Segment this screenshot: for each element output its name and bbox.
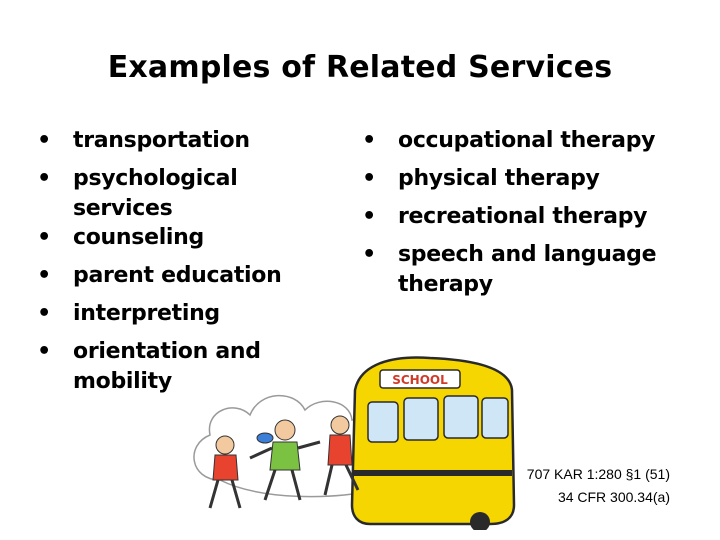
citation-line: 707 KAR 1:280 §1 (51) — [526, 466, 670, 482]
list-item: • speech and language therapy — [355, 240, 685, 300]
bullet-icon: • — [37, 263, 51, 288]
list-item-label: interpreting — [73, 301, 220, 326]
list-item-label: physical therapy — [398, 166, 600, 191]
running-kid-icon — [323, 415, 360, 496]
list-item: • orientation and mobility — [30, 337, 330, 397]
bullet-icon: • — [37, 128, 51, 153]
list-item: • occupational therapy — [355, 126, 685, 156]
list-item-label: psychological services — [73, 166, 238, 221]
list-item-label: orientation and mobility — [73, 339, 261, 394]
list-item: • psychological services — [30, 164, 330, 224]
running-kid-icon — [249, 419, 321, 501]
list-item-label: transportation — [73, 128, 250, 153]
list-item: • parent education — [30, 261, 330, 291]
list-item: • interpreting — [30, 299, 330, 329]
bullet-icon: • — [37, 339, 51, 364]
list-item: • recreational therapy — [355, 202, 685, 232]
bullet-icon: • — [362, 204, 376, 229]
slide-title: Examples of Related Services — [107, 50, 613, 85]
bullet-icon: • — [37, 166, 51, 191]
school-bus-icon: SCHOOL — [350, 356, 516, 530]
left-bullet-list: • transportation • psychological service… — [30, 126, 330, 405]
list-item-label: counseling — [73, 225, 204, 250]
school-sign-text: SCHOOL — [392, 373, 448, 387]
bullet-icon: • — [362, 242, 376, 267]
hat-icon — [256, 432, 274, 444]
running-kid-icon — [208, 435, 242, 509]
list-item-label: occupational therapy — [398, 128, 656, 153]
citation-line: 34 CFR 300.34(a) — [557, 489, 670, 505]
list-item: • counseling — [30, 223, 330, 253]
list-item-label: speech and language therapy — [398, 242, 657, 297]
list-item-label: recreational therapy — [398, 204, 648, 229]
citation: 707 KAR 1:280 §1 (51) 34 CFR 300.34(a) — [527, 463, 670, 509]
right-bullet-list: • occupational therapy • physical therap… — [355, 126, 685, 308]
list-item-label: parent education — [73, 263, 282, 288]
bullet-icon: • — [362, 166, 376, 191]
school-bus-illustration: SCHOOL — [193, 356, 516, 530]
list-item: • transportation — [30, 126, 330, 156]
bullet-icon: • — [37, 225, 51, 250]
list-item: • physical therapy — [355, 164, 685, 194]
bullet-icon: • — [37, 301, 51, 326]
bullet-icon: • — [362, 128, 376, 153]
